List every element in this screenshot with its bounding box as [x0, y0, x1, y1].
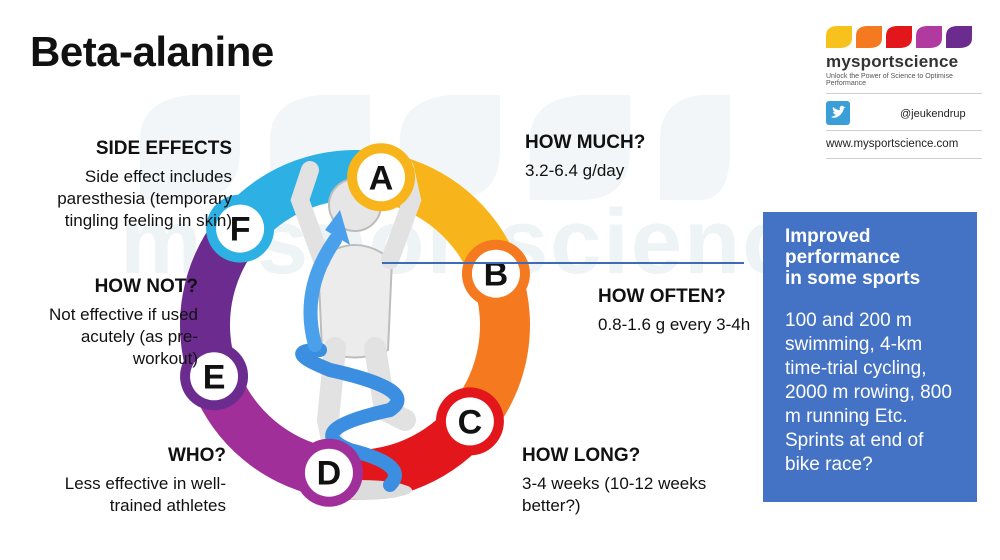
- performance-box-heading: Improved performance in some sports: [785, 226, 961, 289]
- logo-drop: [826, 26, 852, 48]
- logo-drop: [856, 26, 882, 48]
- section-a-heading: HOW MUCH?: [525, 132, 646, 153]
- logo-name: mysportscience: [826, 52, 959, 71]
- connector-line: [382, 262, 744, 264]
- website-link[interactable]: www.mysportscience.com: [826, 138, 959, 150]
- logo-tagline: Unlock the Power of Science to Optimise …: [826, 73, 953, 87]
- logo-drop: [916, 26, 942, 48]
- badge-letter-d: D: [317, 455, 342, 493]
- twitter-handle[interactable]: @jeukendrup: [900, 108, 966, 120]
- section-e-heading: HOW NOT?: [94, 276, 198, 297]
- badge-letter-a: A: [369, 159, 394, 197]
- logo-drops-icon: [826, 26, 972, 48]
- page-title: Beta-alanine: [30, 28, 274, 75]
- logo-drop: [946, 26, 972, 48]
- section-c-text: 3-4 weeks (10-12 weeks better?): [522, 474, 707, 515]
- box-heading-line1: Improved: [785, 226, 871, 247]
- divider: [826, 130, 982, 131]
- badge-e: E: [180, 342, 249, 411]
- logo-drop: [886, 26, 912, 48]
- section-b: HOW OFTEN? 0.8-1.6 g every 3-4h: [598, 286, 750, 336]
- box-heading-line2: performance: [785, 247, 901, 268]
- letter-badges: A B C D E F: [180, 143, 530, 507]
- cycle-wheel: A B C D E F: [180, 143, 530, 507]
- badge-b: B: [461, 239, 530, 308]
- section-f-text: Side effect includes paresthesia (tempor…: [57, 167, 232, 230]
- section-f: SIDE EFFECTS Side effect includes parest…: [30, 138, 232, 232]
- section-e: HOW NOT? Not effective if used acutely (…: [30, 276, 198, 370]
- divider: [826, 158, 982, 159]
- badge-d: D: [294, 438, 363, 507]
- section-d-heading: WHO?: [167, 445, 226, 466]
- section-b-heading: HOW OFTEN?: [598, 286, 726, 307]
- badge-c: C: [435, 387, 504, 456]
- section-c-heading: HOW LONG?: [522, 445, 641, 466]
- section-c: HOW LONG? 3-4 weeks (10-12 weeks better?…: [522, 445, 722, 517]
- spiral-arrow-icon: [295, 210, 405, 492]
- badge-letter-e: E: [203, 358, 226, 396]
- divider: [826, 93, 982, 94]
- section-b-text: 0.8-1.6 g every 3-4h: [598, 315, 751, 334]
- section-d-text: Less effective in well-trained athletes: [64, 474, 226, 515]
- badge-letter-f: F: [230, 211, 251, 249]
- section-d: WHO? Less effective in well-trained athl…: [30, 445, 226, 517]
- performance-box: Improved performance in some sports 100 …: [763, 212, 977, 502]
- brand-logo: mysportscience Unlock the Power of Scien…: [826, 24, 986, 87]
- box-heading-line3: in some sports: [785, 268, 921, 289]
- performance-box-body: 100 and 200 m swimming, 4-km time-trial …: [785, 310, 952, 475]
- section-e-text: Not effective if used acutely (as pre-wo…: [49, 305, 198, 368]
- badge-f: F: [206, 194, 275, 263]
- section-a: HOW MUCH? 3.2-6.4 g/day: [525, 132, 645, 182]
- badge-letter-c: C: [458, 403, 483, 441]
- badge-a: A: [347, 143, 416, 212]
- twitter-icon[interactable]: [826, 101, 850, 125]
- section-a-text: 3.2-6.4 g/day: [525, 161, 625, 180]
- section-f-heading: SIDE EFFECTS: [95, 138, 232, 159]
